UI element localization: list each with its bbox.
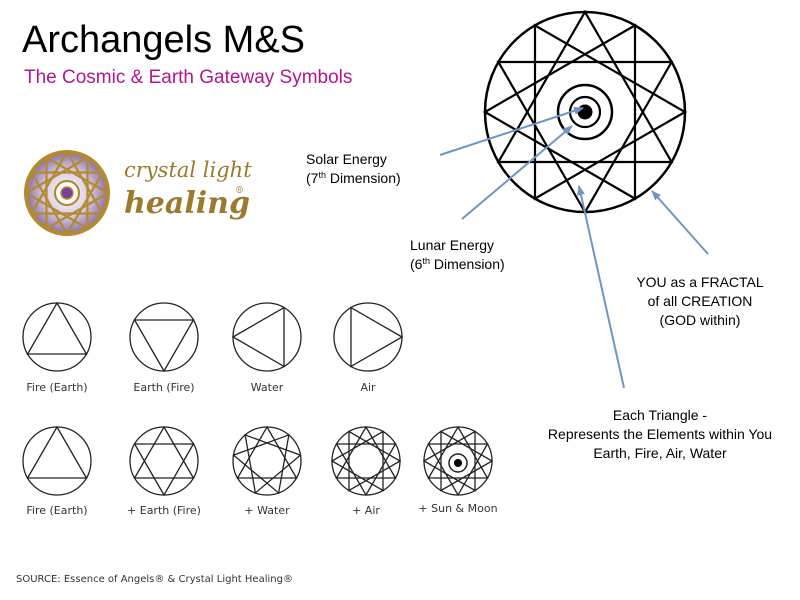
- triangle-line: [232, 433, 290, 495]
- triangle-line: [335, 425, 397, 479]
- page-subtitle: The Cosmic & Earth Gateway Symbols: [24, 67, 353, 88]
- crystal-light-healing-logo: crystal light healing ®: [22, 148, 262, 237]
- symbol-label-water-row2: + Water: [244, 504, 290, 517]
- symbol-fire-earth-row2: [22, 425, 92, 496]
- solar-energy-arrow: [439, 107, 584, 156]
- symbol-label-air-row2: + Air: [352, 504, 380, 517]
- triangle-line: [29, 149, 105, 215]
- lunar-energy-dimension: (6th Dimension): [410, 256, 505, 272]
- logo-text-crystal-light: crystal light: [124, 158, 252, 182]
- triangle-line: [496, 9, 674, 164]
- fractal-line-3: (GOD within): [659, 312, 741, 328]
- triangle-note-line-2: Represents the Elements within You: [547, 426, 773, 442]
- lunar-energy-callout: Lunar Energy (6th Dimension): [410, 236, 505, 274]
- symbol-water-row1: [231, 302, 302, 372]
- lunar-energy-label: Lunar Energy: [410, 237, 495, 253]
- fractal-line-2: of all CREATION: [647, 293, 753, 309]
- triangle-line: [335, 443, 397, 497]
- triangle-line: [23, 155, 89, 231]
- triangle-note-line-3: Earth, Fire, Air, Water: [593, 445, 727, 461]
- symbol-air-row2: [330, 425, 402, 497]
- symbol-fire-earth-row1: [22, 301, 92, 372]
- triangle-line: [427, 443, 489, 497]
- page-title: Archangels M&S: [22, 19, 306, 61]
- symbol-earth-fire-row2: [129, 425, 199, 497]
- logo-star-emblem-icon: [23, 149, 111, 237]
- symbol-label-earth-fire-row1: Earth (Fire): [133, 381, 195, 394]
- logo-registered-mark: ®: [235, 186, 244, 196]
- triangle-line: [533, 23, 688, 201]
- symbol-label-fire-earth-row2: Fire (Earth): [26, 504, 88, 517]
- triangle-line: [330, 430, 384, 492]
- fractal-callout: YOU as a FRACTAL of all CREATION (GOD wi…: [600, 273, 800, 330]
- logo-text-healing: healing: [124, 186, 250, 221]
- triangle-line: [440, 430, 494, 492]
- symbol-label-earth-fire-row2: + Earth (Fire): [127, 504, 201, 517]
- symbol-label-water-row1: Water: [250, 381, 284, 394]
- solar-energy-callout: Solar Energy (7th Dimension): [306, 150, 401, 188]
- symbol-sun-moon-row2: [422, 425, 494, 497]
- triangle-line: [482, 23, 637, 201]
- symbol-air-row1: [333, 302, 404, 372]
- symbol-label-sun-moon-row2: + Sun & Moon: [418, 502, 498, 515]
- triangle-line: [348, 430, 402, 492]
- triangle-arrow: [577, 185, 625, 389]
- triangle-line: [422, 430, 476, 492]
- solar-energy-label: Solar Energy: [306, 151, 387, 167]
- triangle-line: [29, 171, 105, 237]
- source-footnote: SOURCE: Essence of Angels® & Crystal Lig…: [16, 574, 293, 585]
- triangle-elements-callout: Each Triangle - Represents the Elements …: [520, 406, 800, 463]
- lunar-energy-arrow: [461, 125, 573, 220]
- symbol-water-row2: [232, 425, 302, 496]
- triangle-line: [496, 60, 674, 215]
- triangle-line: [236, 425, 298, 479]
- solar-energy-dimension: (7th Dimension): [306, 170, 401, 186]
- triangle-line: [45, 155, 111, 231]
- triangle-line: [427, 425, 489, 479]
- fractal-arrow: [651, 190, 709, 255]
- symbol-label-air-row1: Air: [360, 381, 376, 394]
- triangle-note-line-1: Each Triangle -: [612, 407, 708, 423]
- symbol-earth-fire-row1: [129, 302, 199, 373]
- triangle-line: [244, 433, 302, 495]
- fractal-line-1: YOU as a FRACTAL: [636, 274, 764, 290]
- symbol-label-fire-earth-row1: Fire (Earth): [26, 381, 88, 394]
